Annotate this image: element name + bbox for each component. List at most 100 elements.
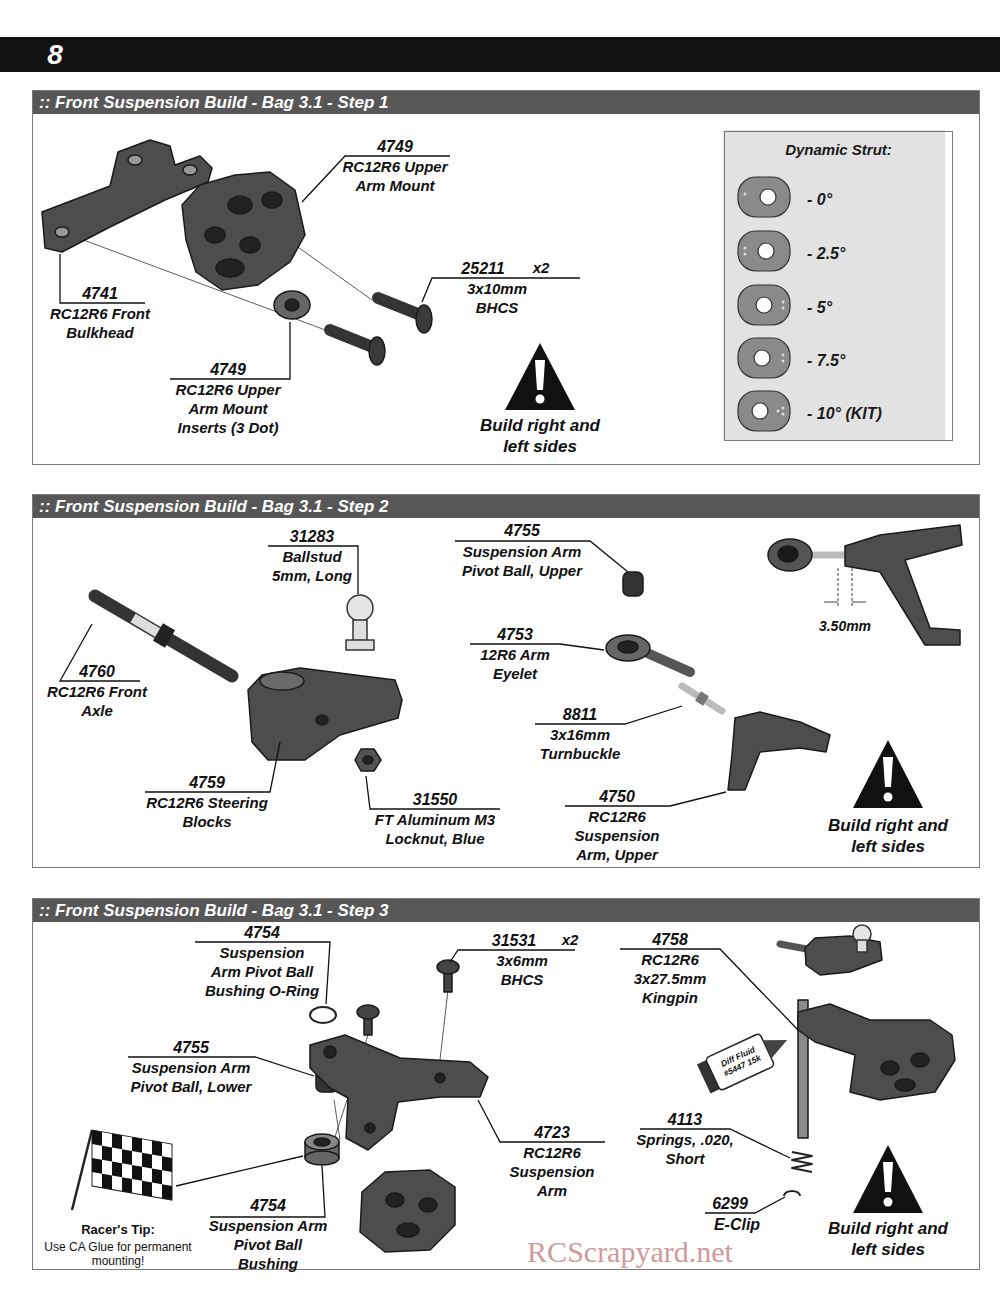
checkered-flag (162, 1156, 172, 1172)
angle-value: - 5° (807, 298, 832, 317)
part-drawing (274, 291, 310, 319)
part-drawing (305, 1151, 339, 1165)
part-drawing (768, 539, 812, 571)
part-drawing (228, 196, 252, 214)
checkered-flag (152, 1169, 162, 1185)
callout-number: 25211 (461, 259, 504, 278)
fluid-bottle (763, 1031, 791, 1058)
part-drawing (378, 298, 418, 314)
part-drawing (365, 1123, 375, 1133)
part-drawing (792, 1152, 812, 1172)
strut-disc (777, 410, 780, 413)
checkered-flag (92, 1130, 172, 1200)
strut-disc (782, 407, 785, 410)
dimension-line (824, 568, 866, 608)
part-name: RC12R6 Upper Arm Mount Inserts (3 Dot) (166, 380, 291, 437)
leader-line (60, 254, 145, 303)
leader-line (565, 792, 726, 806)
part-name: RC12R6 Upper Arm Mount (340, 157, 450, 195)
leader-line (366, 776, 500, 809)
part-drawing (881, 1061, 899, 1075)
strut-disc (744, 253, 747, 256)
strut-disc (782, 307, 785, 310)
callout-number: 4755 (504, 521, 540, 540)
part-drawing (355, 749, 381, 771)
part-drawing (182, 172, 305, 290)
part-name: 3x6mm BHCS (480, 951, 564, 989)
part-name: 3x10mm BHCS (455, 279, 539, 317)
angle-value: - 0° (807, 190, 832, 209)
checkered-flag (122, 1177, 132, 1193)
leader-line (535, 706, 682, 724)
strut-disc (760, 189, 776, 205)
checkered-flag (92, 1130, 172, 1200)
quantity-mark: x2 (533, 258, 550, 277)
part-drawing (857, 940, 867, 952)
warning-symbol (884, 1198, 893, 1207)
callout-number: 31531 (492, 931, 537, 950)
warning-symbol (536, 395, 545, 404)
strut-disc (738, 177, 790, 217)
part-drawing (314, 1138, 330, 1146)
callout-number: E-Clip (714, 1215, 760, 1234)
strut-disc (782, 413, 785, 416)
strut-disc (738, 391, 790, 431)
leader-line (176, 1156, 303, 1186)
part-drawing (346, 640, 374, 650)
part-name: RC12R6 Suspension Arm, Upper (557, 807, 677, 864)
part-drawing (330, 330, 370, 346)
part-drawing (623, 572, 643, 596)
strut-disc (738, 177, 790, 431)
leader-line (302, 156, 450, 202)
part-drawing (285, 299, 299, 311)
part-drawing (310, 1007, 336, 1023)
callout-number: 4749 (377, 137, 413, 156)
part-name: 3x16mm Turnbuckle (530, 725, 630, 763)
callout-number: 31283 (290, 527, 335, 546)
checkered-flag (92, 1158, 102, 1174)
part-drawing (363, 756, 373, 764)
part-drawing (305, 1134, 339, 1150)
leader-line (195, 942, 330, 1004)
watermark: RCScrapyard.net (527, 1235, 733, 1269)
checkered-flag (92, 1130, 102, 1146)
part-drawing (682, 686, 722, 711)
callout-number: 4753 (497, 625, 533, 644)
part-drawing (778, 546, 798, 562)
strut-disc (756, 297, 772, 313)
part-drawing (260, 672, 304, 690)
checkered-flag (122, 1149, 132, 1165)
part-name: Suspension Arm Pivot Ball Bushing (208, 1216, 328, 1273)
warning-symbol (884, 793, 893, 802)
checkered-flag (102, 1146, 112, 1162)
strut-disc (744, 247, 747, 250)
callout-number: 8811 (563, 705, 597, 724)
strut-disc (758, 243, 774, 259)
warning-note: Build right and left sides (821, 815, 955, 857)
step-heading: :: Front Suspension Build - Bag 3.1 - St… (33, 495, 979, 518)
callout-number: 4113 (668, 1110, 702, 1129)
dimension-line (852, 602, 866, 603)
step-heading: :: Front Suspension Build - Bag 3.1 - St… (33, 899, 979, 922)
part-drawing (728, 712, 830, 790)
callout-number: 4749 (210, 360, 246, 379)
callout-number: 4741 (82, 284, 118, 303)
part-drawing (911, 1053, 929, 1067)
warning-note: Build right and left sides (821, 1218, 955, 1260)
strut-disc (738, 285, 790, 325)
dimension: 3.50mm (819, 618, 871, 635)
part-name: Suspension Arm Pivot Ball, Upper (455, 542, 590, 580)
part-drawing (305, 925, 955, 1252)
checkered-flag (152, 1141, 162, 1157)
checkered-flag (102, 1174, 112, 1190)
part-drawing (183, 165, 197, 175)
part-drawing (133, 618, 160, 634)
tip-text: Use CA Glue for permanent mounting! (28, 1240, 208, 1268)
part-drawing (645, 652, 690, 672)
checkered-flag (72, 1130, 92, 1210)
checkered-flag (72, 1130, 172, 1210)
part-name: RC12R6 Front Bulkhead (50, 304, 150, 342)
part-name: Springs, .020, Short (630, 1130, 740, 1168)
strut-disc (782, 360, 785, 363)
